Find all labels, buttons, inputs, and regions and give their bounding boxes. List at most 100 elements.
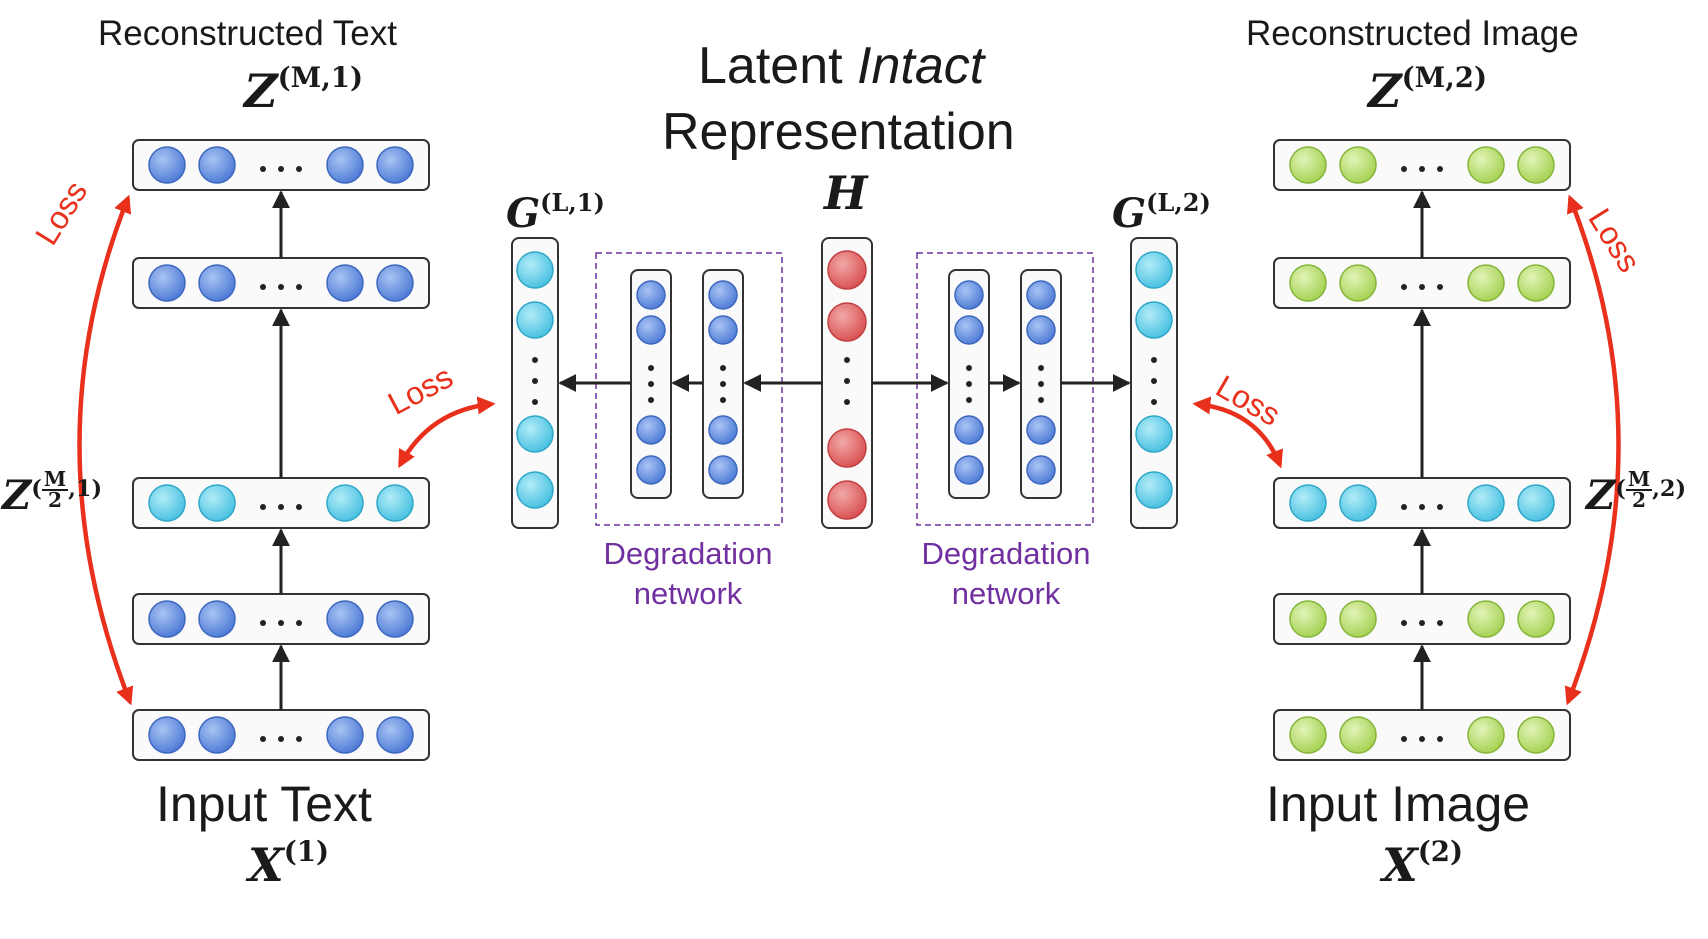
g-left-layer-ellipsis-dot-1 — [532, 357, 538, 363]
deg-right-layer-2-node-2 — [1026, 315, 1056, 345]
g-left-layer-node-3 — [516, 415, 554, 453]
degradation-label-right-line1: Degradation — [921, 536, 1091, 571]
left-layer-5-node-1 — [148, 716, 186, 754]
g-left-layer-node-2 — [516, 301, 554, 339]
right-layer-4-node-2 — [1339, 600, 1377, 638]
right-layer-5-node-3 — [1467, 716, 1505, 754]
deg-left-layer-2-ellipsis-dot-1 — [720, 365, 726, 371]
z-m1-label: Z(M,1) — [244, 61, 364, 118]
right-layer-5-node-1 — [1289, 716, 1327, 754]
right-layer-3-ellipsis-dot-3 — [1437, 504, 1443, 510]
h-layer-node-3 — [827, 428, 867, 468]
left-layer-1-ellipsis-dot-3 — [296, 166, 302, 172]
g-right-layer-ellipsis-dot-3 — [1151, 399, 1157, 405]
right-layer-4-ellipsis-dot-3 — [1437, 620, 1443, 626]
g-left-layer-ellipsis-dot-2 — [532, 378, 538, 384]
left-layer-4-node-3 — [326, 600, 364, 638]
deg-right-layer-1-node-2 — [954, 315, 984, 345]
reconstructed-text-caption: Reconstructed Text — [98, 14, 397, 53]
deg-left-layer-2-ellipsis-dot-3 — [720, 397, 726, 403]
right-layer-5-ellipsis-dot-3 — [1437, 736, 1443, 742]
right-layer-5-node-4 — [1517, 716, 1555, 754]
deg-left-layer-2-ellipsis-dot-2 — [720, 381, 726, 387]
right-layer-1-ellipsis-dot-3 — [1437, 166, 1443, 172]
left-layer-2-node-3 — [326, 264, 364, 302]
g-right-layer-ellipsis-dot-2 — [1151, 378, 1157, 384]
left-layer-4-node-2 — [198, 600, 236, 638]
left-layer-2-node-2 — [198, 264, 236, 302]
deg-left-layer-1-node-1 — [636, 280, 666, 310]
deg-left-layer-2-node-4 — [708, 455, 738, 485]
right-layer-4-node-4 — [1517, 600, 1555, 638]
h-layer-ellipsis-dot-1 — [844, 357, 850, 363]
g-left-layer-node-1 — [516, 251, 554, 289]
latent-title-line2: Representation — [662, 103, 1015, 161]
right-layer-2-node-1 — [1289, 264, 1327, 302]
right-layer-1-node-3 — [1467, 146, 1505, 184]
z-m2-label: Z(M,2) — [1368, 61, 1488, 118]
left-layer-5-node-2 — [198, 716, 236, 754]
left-layer-1-node-4 — [376, 146, 414, 184]
right-layer-1-node-2 — [1339, 146, 1377, 184]
degradation-box-right — [916, 252, 1094, 526]
left-layer-1-ellipsis-dot-1 — [260, 166, 266, 172]
right-layer-2-node-3 — [1467, 264, 1505, 302]
g-right-layer-node-3 — [1135, 415, 1173, 453]
left-layer-3-node-4 — [376, 484, 414, 522]
right-layer-2-node-2 — [1339, 264, 1377, 302]
left-layer-3-ellipsis-dot-2 — [278, 504, 284, 510]
deg-right-layer-2-node-1 — [1026, 280, 1056, 310]
degradation-label-left-line2: network — [633, 576, 743, 611]
left-layer-5-node-3 — [326, 716, 364, 754]
loss-curve-left-outer — [77, 194, 134, 706]
arrow-group — [77, 190, 1621, 710]
deg-left-layer-1-ellipsis-dot-1 — [648, 365, 654, 371]
deg-left-layer-1-node-3 — [636, 415, 666, 445]
h-layer-ellipsis-dot-3 — [844, 399, 850, 405]
right-layer-4-node-3 — [1467, 600, 1505, 638]
left-layer-4-node-4 — [376, 600, 414, 638]
degradation-label-left-line1: Degradation — [603, 536, 773, 571]
left-layer-3-ellipsis-dot-1 — [260, 504, 266, 510]
deg-right-layer-1-node-1 — [954, 280, 984, 310]
left-layer-4-ellipsis-dot-1 — [260, 620, 266, 626]
right-layer-4-ellipsis-dot-1 — [1401, 620, 1407, 626]
g-right-layer-node-1 — [1135, 251, 1173, 289]
right-layer-3-node-3 — [1467, 484, 1505, 522]
left-layer-2-ellipsis-dot-2 — [278, 284, 284, 290]
left-layer-2-ellipsis-dot-3 — [296, 284, 302, 290]
input-text-caption: Input Text — [156, 776, 372, 832]
h-label: H — [824, 166, 868, 220]
h-layer-node-4 — [827, 480, 867, 520]
degradation-box-left — [595, 252, 783, 526]
deg-left-layer-2-node-2 — [708, 315, 738, 345]
deg-left-layer-1-node-4 — [636, 455, 666, 485]
left-layer-1-ellipsis-dot-2 — [278, 166, 284, 172]
degradation-label-right-line2: network — [951, 576, 1061, 611]
loss-curve-right-outer — [1564, 194, 1621, 706]
right-layer-3-ellipsis-dot-2 — [1419, 504, 1425, 510]
h-layer-ellipsis-dot-2 — [844, 378, 850, 384]
deg-right-layer-1-node-3 — [954, 415, 984, 445]
left-layer-5-ellipsis-dot-3 — [296, 736, 302, 742]
right-layer-4-ellipsis-dot-2 — [1419, 620, 1425, 626]
deg-right-layer-2-ellipsis-dot-3 — [1038, 397, 1044, 403]
left-layer-1-node-3 — [326, 146, 364, 184]
right-layer-3-node-1 — [1289, 484, 1327, 522]
reconstructed-image-caption: Reconstructed Image — [1246, 14, 1579, 53]
left-layer-3-node-3 — [326, 484, 364, 522]
right-layer-2-ellipsis-dot-3 — [1437, 284, 1443, 290]
latent-title-line1: Latent Intact — [698, 37, 985, 95]
g-left-layer-node-4 — [516, 471, 554, 509]
deg-right-layer-1-ellipsis-dot-2 — [966, 381, 972, 387]
deg-right-layer-1-node-4 — [954, 455, 984, 485]
left-layer-5-ellipsis-dot-2 — [278, 736, 284, 742]
right-layer-1-ellipsis-dot-1 — [1401, 166, 1407, 172]
left-layer-5-node-4 — [376, 716, 414, 754]
left-layer-1-node-1 — [148, 146, 186, 184]
right-layer-1-node-4 — [1517, 146, 1555, 184]
deg-left-layer-1-node-2 — [636, 315, 666, 345]
left-layer-3-ellipsis-dot-3 — [296, 504, 302, 510]
